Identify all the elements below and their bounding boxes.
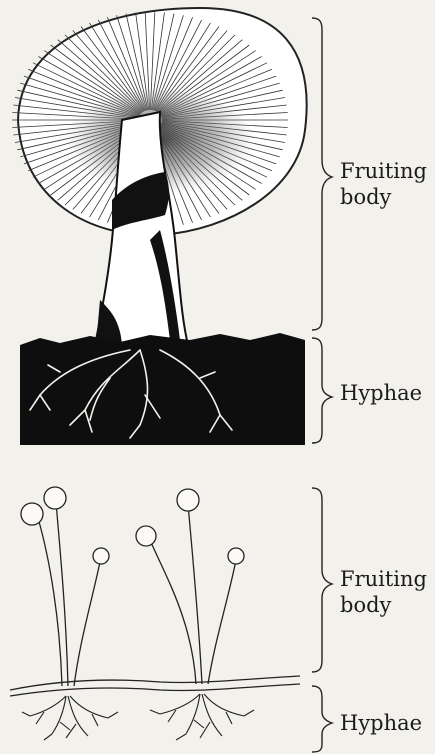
fruiting-body-label-top-line1: Fruiting xyxy=(340,158,427,184)
soil-block xyxy=(20,333,305,445)
mold-rhizoids-right xyxy=(150,694,254,740)
fruiting-body-bracket-bottom xyxy=(312,488,332,672)
mold-stolon-lower xyxy=(10,684,300,696)
mushroom-illustration xyxy=(12,8,307,445)
sporangiophore xyxy=(38,518,62,686)
sporangiophore xyxy=(208,560,236,684)
hyphae-bracket-bottom xyxy=(312,686,332,752)
sporangia xyxy=(21,487,244,564)
sporangiophore xyxy=(188,504,202,684)
fruiting-body-label-top: Fruiting body xyxy=(340,158,427,210)
sporangium xyxy=(228,548,244,564)
mold-stolon xyxy=(10,676,300,690)
sporangium xyxy=(44,487,66,509)
hyphae-label-top: Hyphae xyxy=(340,380,422,406)
hyphae-bracket-top xyxy=(312,338,332,443)
fruiting-body-label-bottom-line1: Fruiting xyxy=(340,566,427,592)
fruiting-body-label-top-line2: body xyxy=(340,184,427,210)
hyphae-label-bottom: Hyphae xyxy=(340,710,422,736)
sporangiophore xyxy=(150,540,196,684)
sporangiophore xyxy=(56,502,68,686)
sporangiophore xyxy=(74,562,100,686)
sporangium xyxy=(177,489,199,511)
sporangium xyxy=(136,526,156,546)
sporangium xyxy=(21,503,43,525)
sporangium xyxy=(93,548,109,564)
mold-rhizoids-left xyxy=(22,696,118,740)
fruiting-body-label-bottom: Fruiting body xyxy=(340,566,427,618)
fruiting-body-label-bottom-line2: body xyxy=(340,592,427,618)
fruiting-body-bracket-top xyxy=(312,18,332,330)
